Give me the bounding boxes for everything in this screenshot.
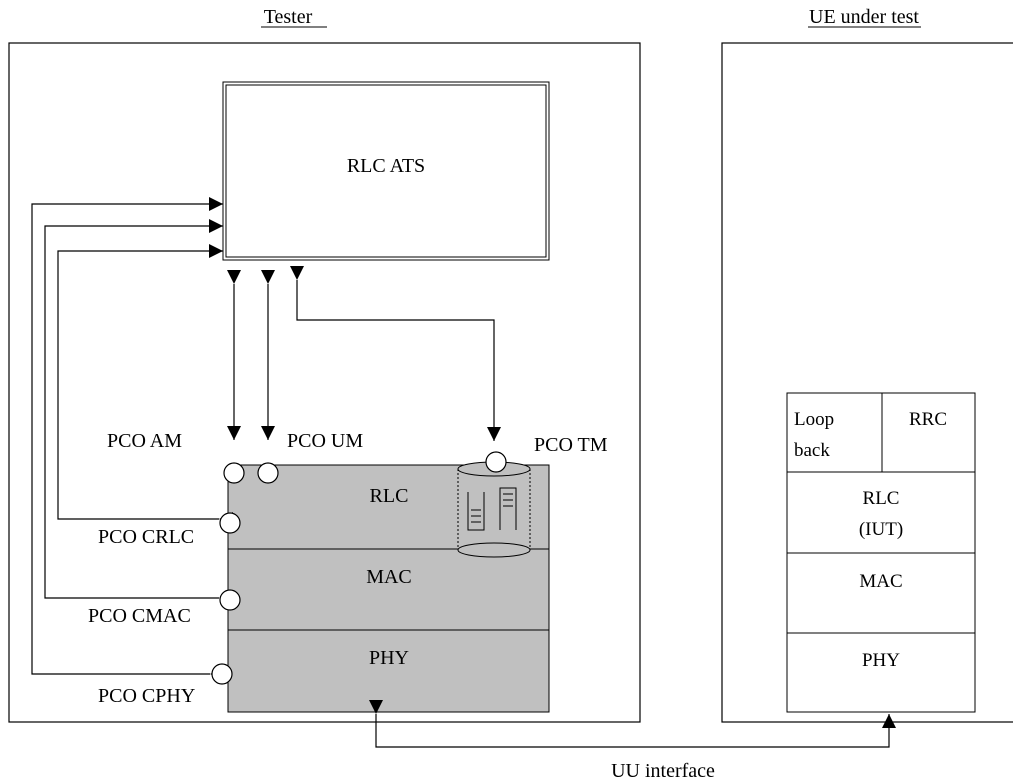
ue-rrc-cell [881,392,976,473]
pco-cphy-label: PCO CPHY [98,685,195,707]
uu-interface-label: UU interface [611,760,715,782]
ue-loopback-cell [786,392,883,473]
ue-stack: Loop back RRC RLC (IUT) MAC PHY [786,392,976,713]
pco-um-label: PCO UM [287,430,363,452]
tm-buffer-cylinder [457,461,531,558]
pco-cmac-point [219,589,241,611]
ue-rrc-label: RRC [909,409,947,430]
ue-rlc-label-2: (IUT) [859,519,903,540]
ue-phy-label: PHY [862,650,900,671]
tester-title: Tester [264,6,313,28]
pco-crlc-arrow [57,244,233,526]
pco-cphy-point [211,663,233,685]
rlc-ats-box: RLC ATS [222,81,550,261]
pco-crlc-point [219,512,241,534]
pco-cphy-arrow [31,197,224,681]
ue-phy-layer [786,632,976,713]
uu-interface-arrow [369,700,896,748]
tester-mac-label: MAC [366,566,412,588]
tester-mac-layer [227,548,550,631]
pco-crlc-label: PCO CRLC [98,526,194,548]
pco-am-point [223,462,245,484]
ue-rlc-layer [786,471,976,554]
pco-am-label: PCO AM [107,430,182,452]
ue-rlc-label-1: RLC [863,488,900,509]
tester-phy-layer [227,629,550,713]
ue-mac-label: MAC [859,571,902,592]
ue-loopback-label-1: Loop [794,409,834,430]
ue-mac-layer [786,552,976,634]
ue-loopback-label-2: back [794,440,830,461]
rlc-ats-label: RLC ATS [347,155,425,177]
pco-um-point [257,462,279,484]
pco-tm-point [485,451,507,473]
pco-tm-arrow [290,266,501,441]
pco-cmac-arrow [44,219,233,605]
tester-phy-label: PHY [369,647,409,669]
pco-cmac-label: PCO CMAC [88,605,191,627]
queue-icon [467,487,517,531]
pco-tm-label: PCO TM [534,434,608,456]
tester-box [8,42,641,723]
ue-title: UE under test [809,6,919,28]
tester-rlc-label: RLC [370,485,409,507]
